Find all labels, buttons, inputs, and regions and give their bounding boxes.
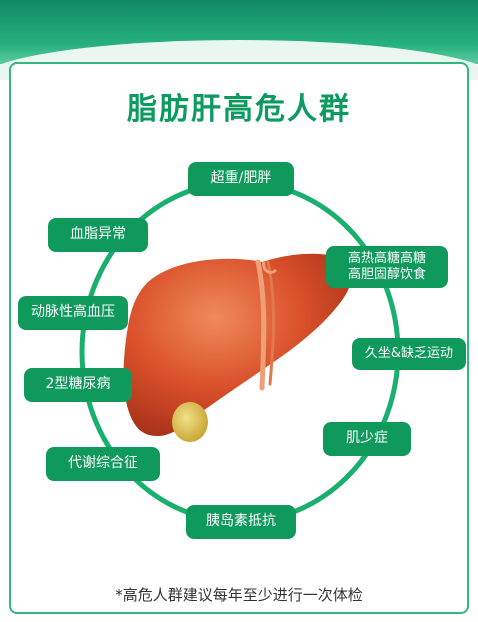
risk-pill-dyslipidemia: 血脂异常	[48, 218, 148, 252]
footnote: *高危人群建议每年至少进行一次体检	[115, 586, 363, 604]
risk-pill-type2-diabetes: 2型糖尿病	[24, 368, 132, 402]
risk-pill-sedentary: 久坐&缺乏运动	[352, 338, 466, 370]
risk-pill-hypertension: 动脉性高血压	[18, 296, 128, 330]
risk-pill-insulin-resistance: 胰岛素抵抗	[186, 505, 296, 539]
risk-pill-metabolic-syndrome: 代谢综合征	[46, 447, 160, 481]
liver-icon	[123, 253, 353, 442]
risk-pill-diet: 高热高糖高糖 高胆固醇饮食	[326, 246, 448, 288]
risk-pill-overweight: 超重/肥胖	[188, 162, 294, 196]
risk-pill-sarcopenia: 肌少症	[323, 422, 411, 456]
page-title: 脂肪肝高危人群	[127, 92, 351, 127]
